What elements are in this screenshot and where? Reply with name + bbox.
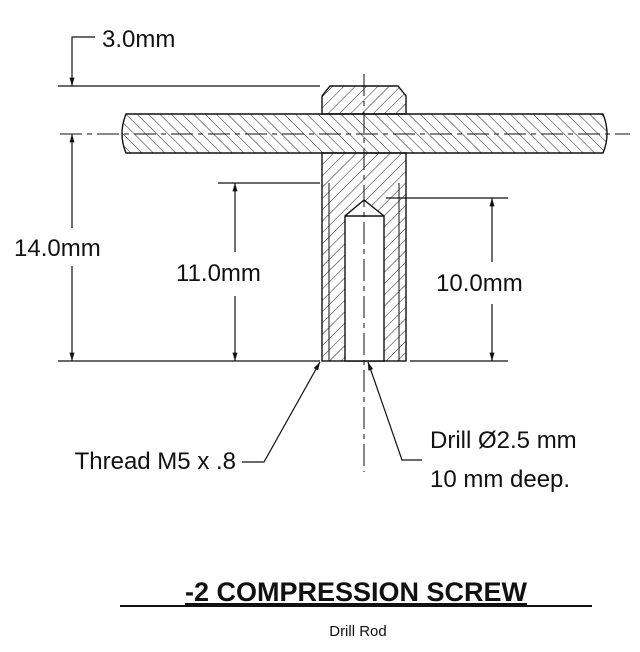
drill-callout-line1: Drill Ø2.5 mm (430, 427, 577, 454)
dim-head-height: 3.0mm (102, 26, 175, 53)
dim-drill-depth: 10.0mm (436, 270, 523, 297)
part-title: -2 COMPRESSION SCREW (185, 577, 528, 607)
dim-thread-length: 11.0mm (176, 260, 261, 287)
drill-callout-line2: 10 mm deep. (430, 466, 570, 493)
part-material: Drill Rod (329, 623, 387, 640)
thread-callout: Thread M5 x .8 (75, 448, 236, 475)
dim-overall-length: 14.0mm (14, 235, 101, 262)
